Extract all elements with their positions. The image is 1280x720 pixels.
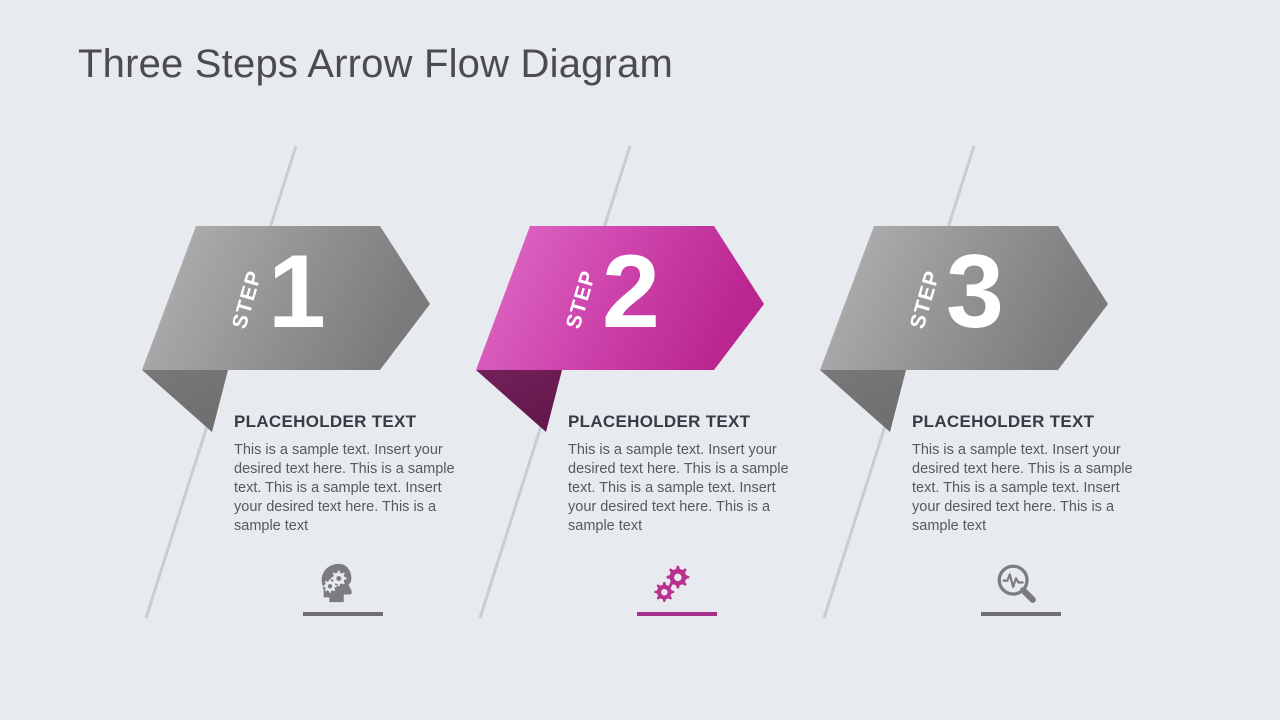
gears-icon[interactable] [649, 560, 695, 606]
arrow-shape [142, 226, 430, 432]
arrow-shape [820, 226, 1108, 432]
step-number-1: 1 [268, 234, 326, 350]
step-heading-2: PLACEHOLDER TEXT [568, 412, 751, 431]
page-title: Three Steps Arrow Flow Diagram [78, 42, 674, 86]
step-number-2: 2 [602, 234, 660, 350]
step-column-1[interactable]: STEP 1 PLACEHOLDER TEXT This is a sample… [128, 140, 478, 640]
step-text-2: PLACEHOLDER TEXT This is a sample text. … [568, 412, 790, 536]
step-text-3: PLACEHOLDER TEXT This is a sample text. … [912, 412, 1134, 536]
step-banner-2[interactable]: STEP 2 [474, 222, 764, 447]
step-banner-1[interactable]: STEP 1 [140, 222, 430, 447]
head-gears-icon[interactable] [315, 560, 361, 606]
icon-underline-1 [303, 612, 383, 616]
step-heading-3: PLACEHOLDER TEXT [912, 412, 1095, 431]
arrow-shape [476, 226, 764, 432]
step-body-2: This is a sample text. Insert your desir… [568, 442, 789, 534]
step-number-3: 3 [946, 234, 1004, 350]
step-text-1: PLACEHOLDER TEXT This is a sample text. … [234, 412, 456, 536]
step-icon-area-1[interactable] [288, 560, 408, 628]
step-banner-3[interactable]: STEP 3 [818, 222, 1108, 447]
step-column-2[interactable]: STEP 2 PLACEHOLDER TEXT This is a sample… [462, 140, 812, 640]
step-column-3[interactable]: STEP 3 PLACEHOLDER TEXT This is a sample… [806, 140, 1156, 640]
icon-underline-2 [637, 612, 717, 616]
step-heading-1: PLACEHOLDER TEXT [234, 412, 417, 431]
icon-underline-3 [981, 612, 1061, 616]
step-icon-area-2[interactable] [622, 560, 742, 628]
magnifier-pulse-icon[interactable] [993, 560, 1039, 606]
step-icon-area-3[interactable] [966, 560, 1086, 628]
step-body-3: This is a sample text. Insert your desir… [912, 442, 1133, 534]
step-body-1: This is a sample text. Insert your desir… [234, 442, 455, 534]
